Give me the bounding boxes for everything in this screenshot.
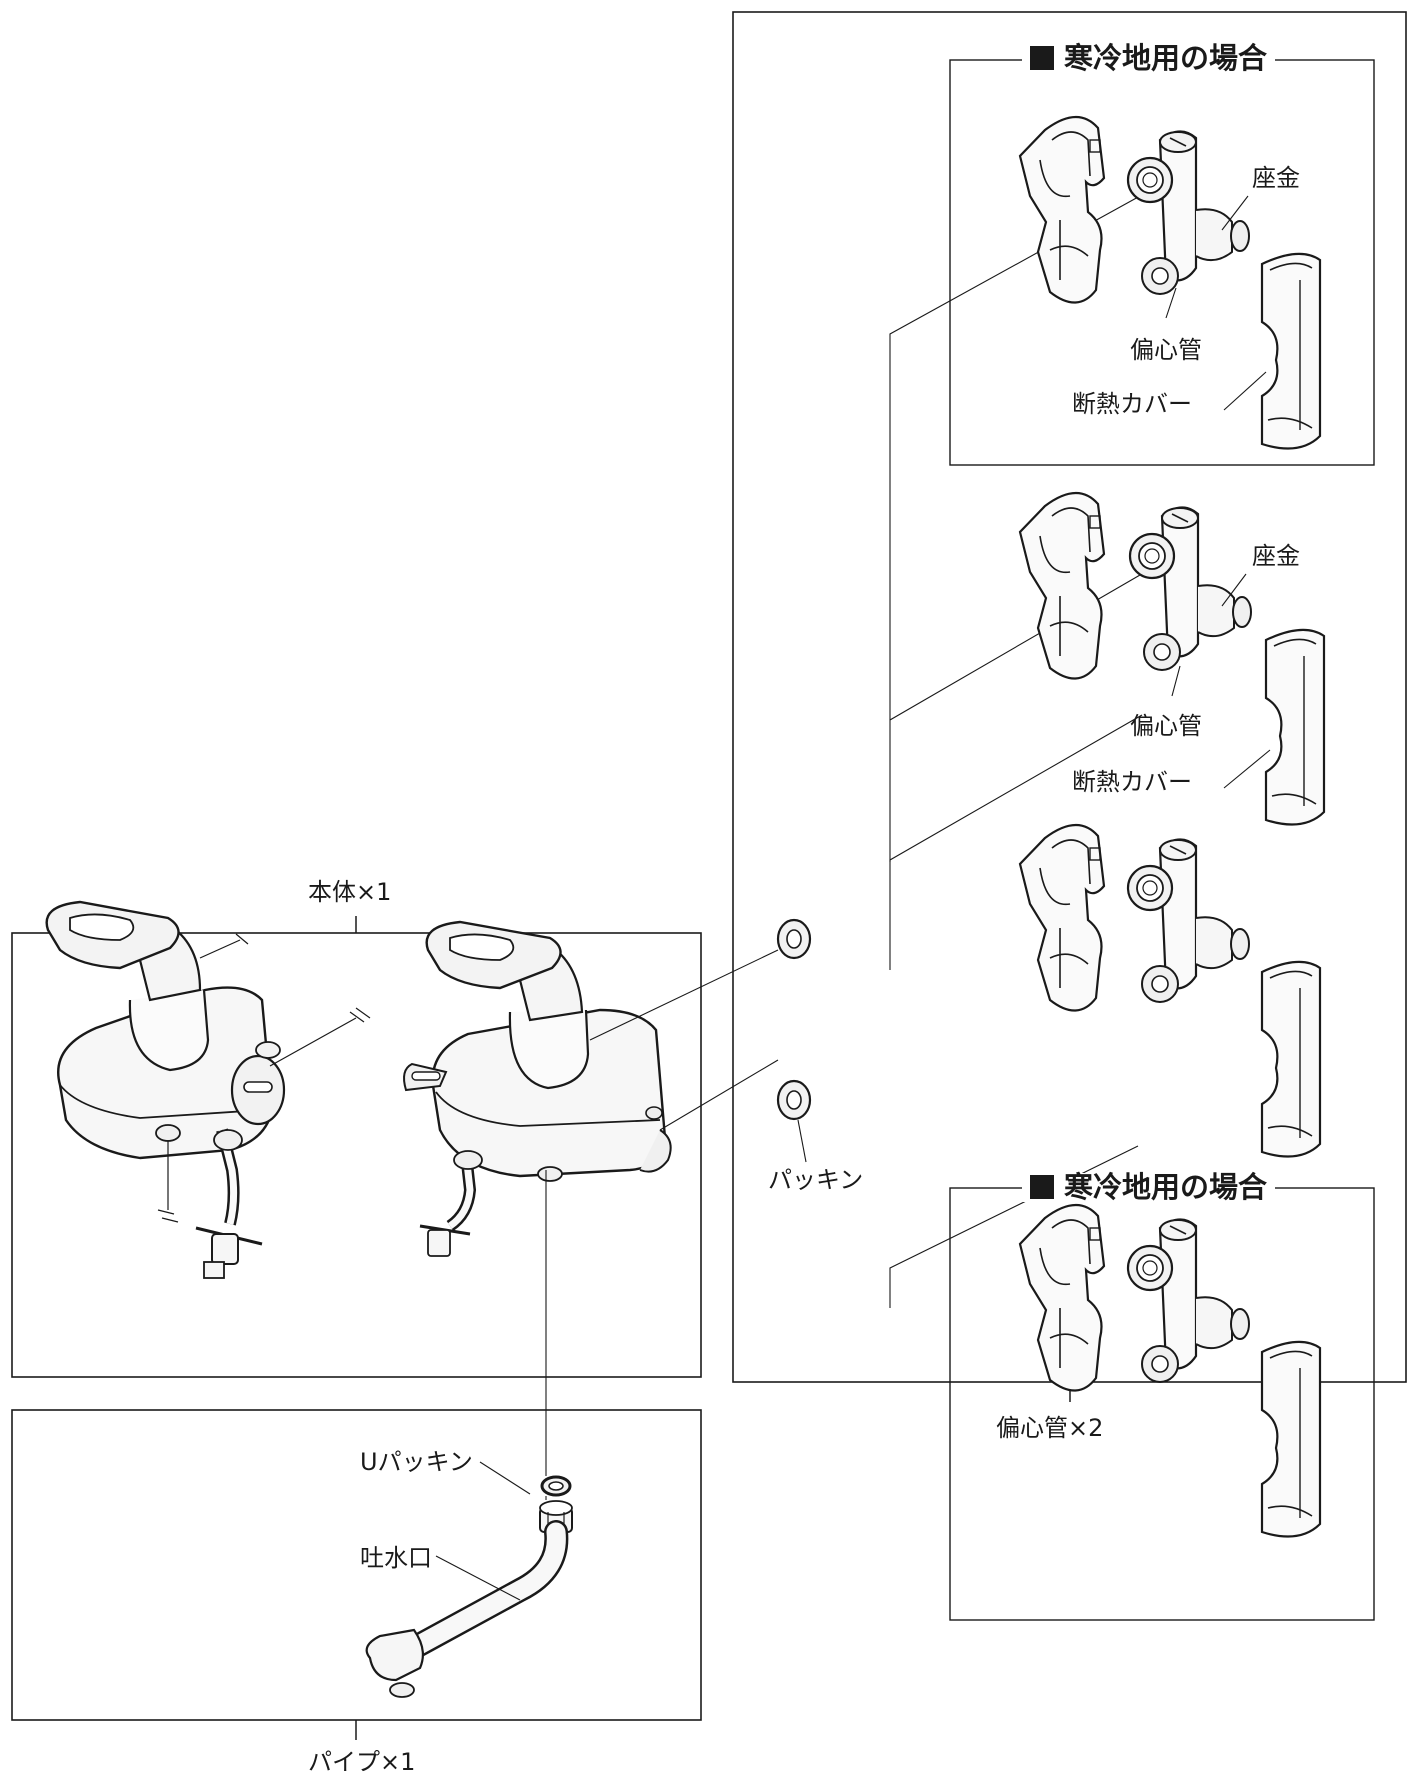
eccentric-group-4-illustration (1018, 1203, 1322, 1538)
eccentric-pipe-label-1: 偏心管 (1130, 336, 1202, 364)
body-quantity-label: 本体×1 (308, 878, 392, 906)
faucet-body-rear-illustration (45, 900, 371, 1279)
pipe-frame (11, 1409, 702, 1721)
cold-region-header-text: 寒冷地用の場合 (1064, 1170, 1268, 1204)
packing-upper-illustration (776, 918, 812, 960)
insulation-cover-label-1: 断熱カバー (1072, 390, 1192, 418)
washer-label-1: 座金 (1252, 164, 1300, 192)
pipe-quantity-label: パイプ×1 (308, 1748, 416, 1776)
cold-region-header-1: 寒冷地用の場合 (1022, 41, 1276, 75)
faucet-body-front-illustration (403, 920, 672, 1257)
assembly-lines (435, 195, 1143, 1601)
square-bullet-icon (1030, 46, 1054, 70)
packing-lower-illustration (776, 1079, 812, 1121)
spout-illustration (365, 1475, 573, 1698)
eccentric-quantity-label: 偏心管×2 (996, 1414, 1104, 1442)
eccentric-group-3-illustration (1018, 823, 1322, 1158)
spout-label: 吐水口 (360, 1544, 432, 1572)
eccentric-pipe-label-2: 偏心管 (1130, 712, 1202, 740)
washer-label-2: 座金 (1252, 542, 1300, 570)
insulation-cover-label-2: 断熱カバー (1072, 768, 1192, 796)
u-packing-label: Uパッキン (360, 1448, 473, 1476)
cold-region-header-2: 寒冷地用の場合 (1022, 1170, 1276, 1204)
cold-region-header-text: 寒冷地用の場合 (1064, 41, 1268, 75)
packing-label: パッキン (768, 1166, 864, 1194)
square-bullet-icon (1030, 1175, 1054, 1199)
